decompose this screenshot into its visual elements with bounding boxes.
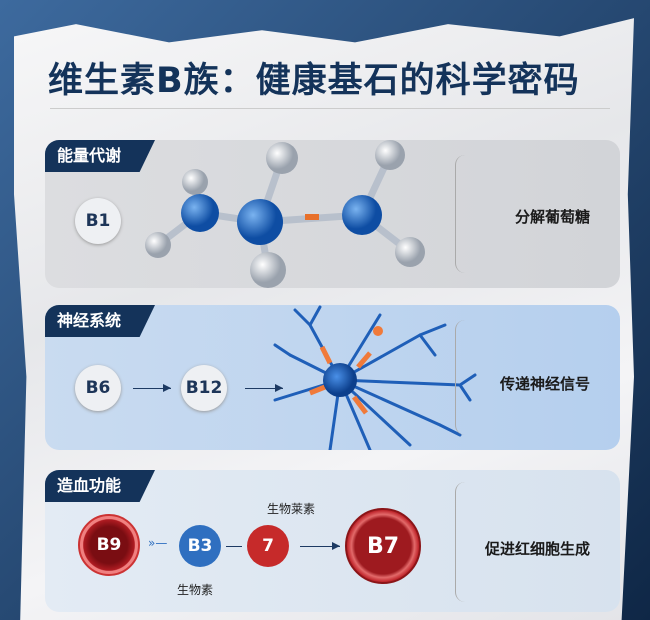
vitamin-b9: B9 [78,514,140,576]
label-above: 生物莱素 [267,502,316,516]
section-hematopoiesis: 造血功能 B9 »— B3 生物素 7 生物莱素 B7 促进红细胞生成 [45,470,620,612]
arrow-icon [133,384,171,392]
page-title: 维生素B族：健康基石的科学密码 [48,61,580,101]
vitamin-b3: B3 [179,525,221,567]
vitamin-b1: B1 [75,198,121,244]
label-below: 生物素 [177,583,214,597]
result-text: 分解葡萄糖 [514,208,590,226]
vitamin-b6: B6 [75,365,121,411]
vitamin-b12: B12 [181,365,227,411]
arrow-icon [245,384,283,392]
result-text: 促进红细胞生成 [484,540,590,558]
section-nervous-system: 神经系统 B6 B12 传递神经信号 [45,305,620,450]
double-arrow-icon: »— [148,536,168,550]
divider [50,108,610,109]
molecule-icon [145,140,425,288]
section-tag: 能量代谢 [45,140,156,172]
brace [455,320,469,435]
brace [455,482,469,602]
neuron-icon [273,305,477,450]
red-blood-cell-icon: B7 [345,508,421,584]
section-tag: 神经系统 [45,305,156,337]
result-text: 传递神经信号 [499,375,590,393]
connector [226,546,242,547]
brace [455,155,469,273]
vitamin-7: 7 [247,525,289,567]
arrow-icon [300,542,340,550]
section-tag: 造血功能 [45,470,156,502]
section-energy-metabolism: 能量代谢 B1 分解葡萄糖 [45,140,620,288]
